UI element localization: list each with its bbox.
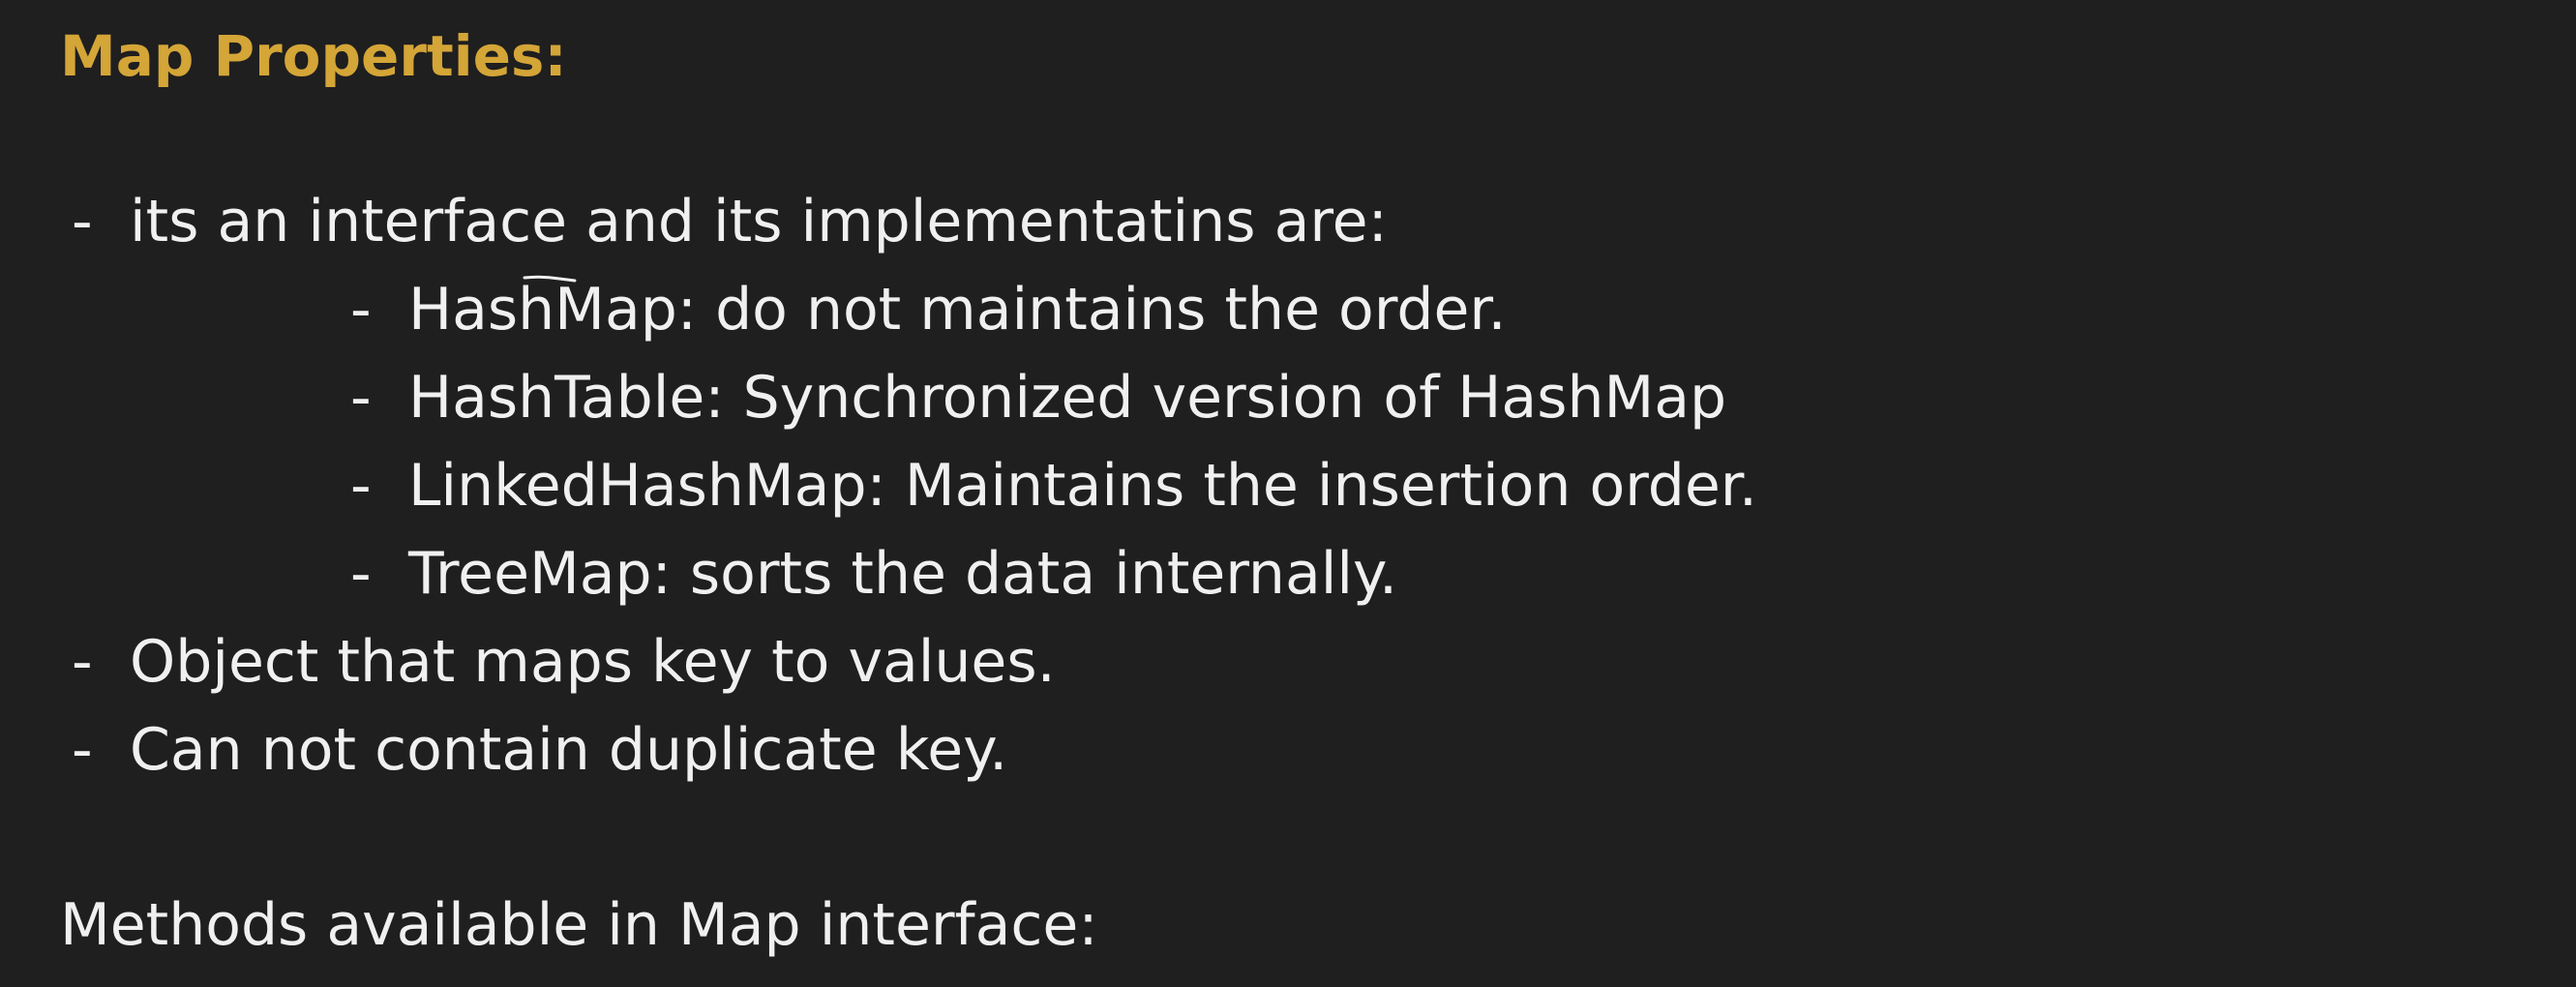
sub-bullet-item: - LinkedHashMap: Maintains the insertion…: [60, 442, 2576, 530]
bullet-dash: -: [350, 540, 372, 608]
bullet-item: - Can not contain duplicate key.: [60, 706, 2576, 794]
bullet-text: LinkedHashMap: Maintains the insertion o…: [408, 452, 1758, 520]
bullet-dash: -: [72, 188, 93, 255]
bullet-text: HashMap: do not maintains the order.: [408, 276, 1507, 344]
bullet-item: - its an interface and its implementatin…: [60, 178, 2576, 266]
bullet-list: - its an interface and its implementatin…: [60, 178, 2576, 794]
bullet-dash: -: [72, 716, 93, 784]
pen-annotation-mark: [523, 275, 577, 283]
bullet-text: its an interface and its implementatins …: [130, 188, 1388, 255]
sub-bullet-item: - TreeMap: sorts the data internally.: [60, 530, 2576, 618]
bullet-text: HashTable: Synchronized version of HashM…: [408, 364, 1727, 432]
bullet-text: TreeMap: sorts the data internally.: [408, 540, 1398, 608]
methods-heading: Methods available in Map interface:: [60, 891, 1098, 959]
bullet-dash: -: [350, 364, 372, 432]
bullet-dash: -: [350, 276, 372, 344]
sub-bullet-item: - HashMap: do not maintains the order.: [60, 266, 2576, 354]
bullet-text: Can not contain duplicate key.: [130, 716, 1008, 784]
slide-heading: Map Properties:: [60, 23, 567, 89]
bullet-dash: -: [350, 452, 372, 520]
bullet-dash: -: [72, 628, 93, 696]
bullet-text: Object that maps key to values.: [130, 628, 1056, 696]
bullet-item: - Object that maps key to values.: [60, 618, 2576, 706]
sub-bullet-item: - HashTable: Synchronized version of Has…: [60, 354, 2576, 442]
